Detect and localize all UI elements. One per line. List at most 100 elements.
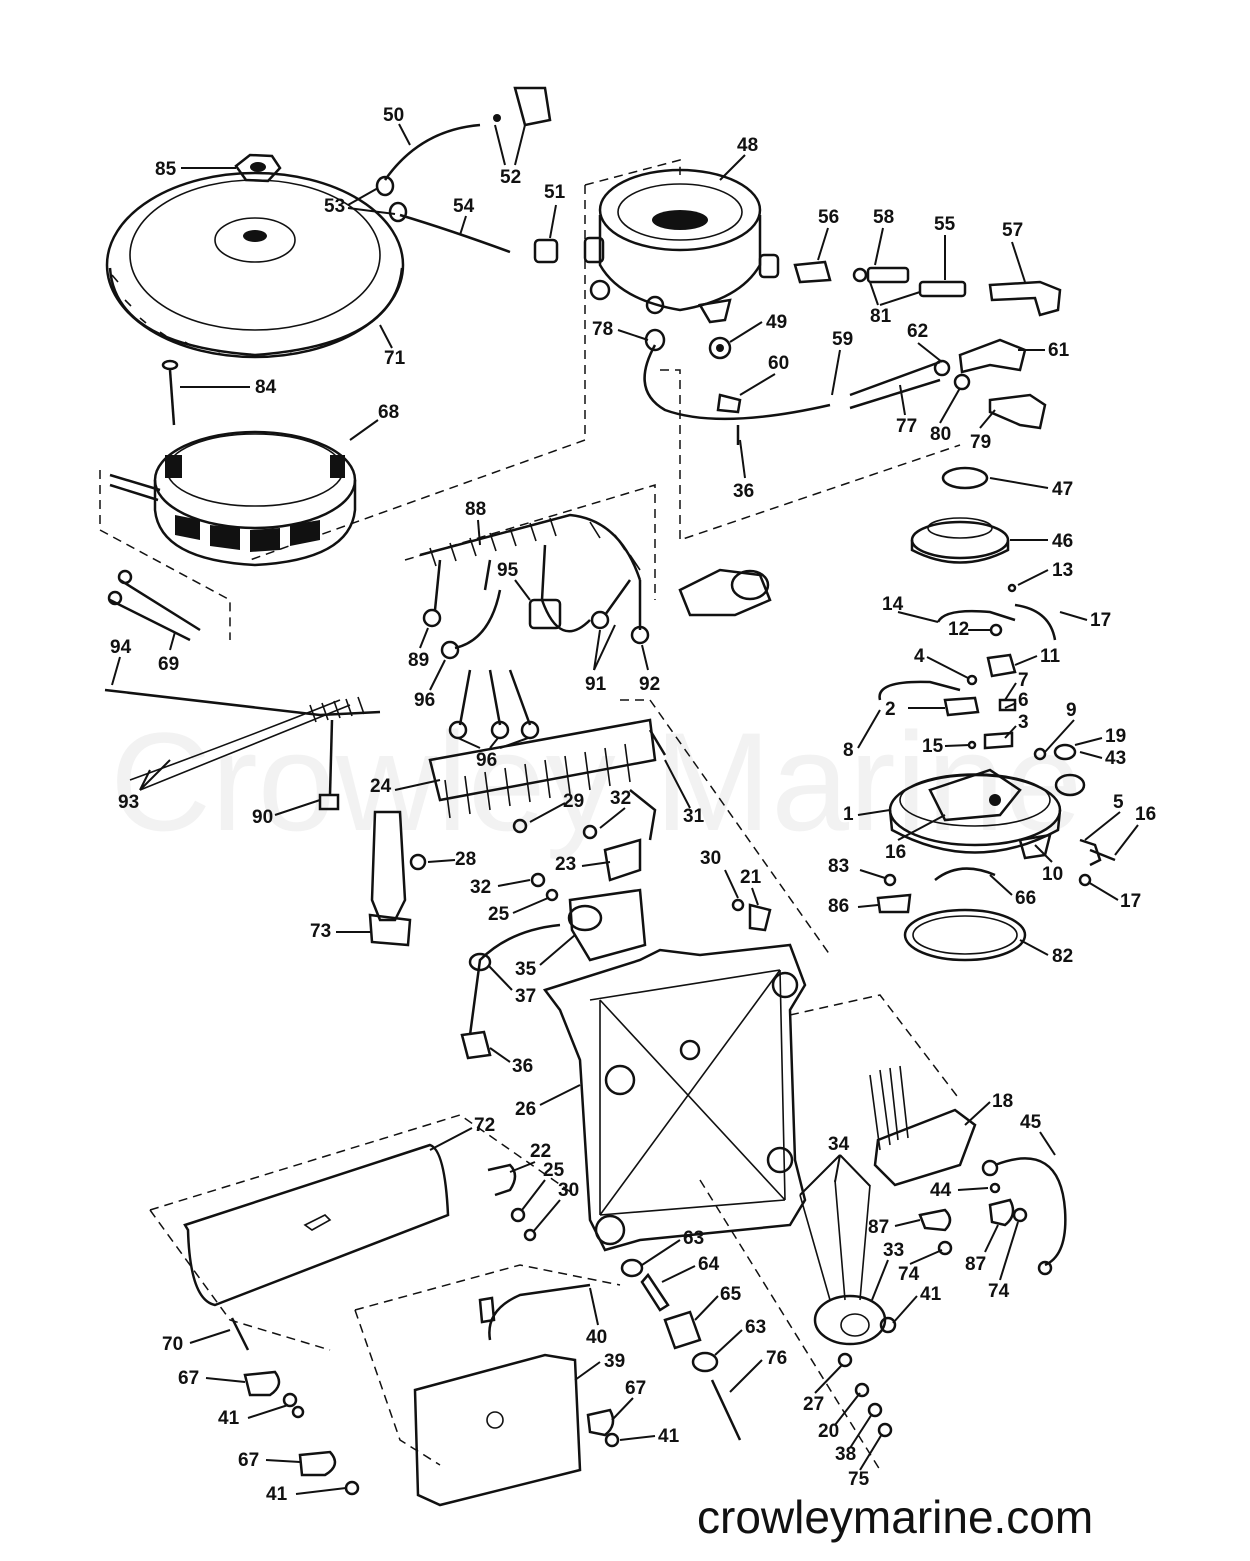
label-19: 19 xyxy=(1105,726,1126,747)
label-68: 68 xyxy=(378,402,399,423)
label-54: 54 xyxy=(453,196,475,217)
label-79: 79 xyxy=(970,432,991,453)
label-38: 38 xyxy=(835,1444,856,1465)
label-28: 28 xyxy=(455,849,476,870)
label-41c: 41 xyxy=(658,1426,680,1447)
label-1: 1 xyxy=(843,804,854,825)
label-41b: 41 xyxy=(218,1408,240,1429)
label-45: 45 xyxy=(1020,1112,1042,1133)
label-88: 88 xyxy=(465,499,486,520)
label-53: 53 xyxy=(324,196,345,217)
label-25a: 25 xyxy=(488,904,510,925)
label-83: 83 xyxy=(828,856,849,877)
label-77: 77 xyxy=(896,416,917,437)
stator-leads xyxy=(104,569,381,811)
flywheel-nut xyxy=(234,153,282,183)
label-27: 27 xyxy=(803,1394,824,1415)
label-13: 13 xyxy=(1052,560,1073,581)
label-51: 51 xyxy=(544,182,566,203)
label-23: 23 xyxy=(555,854,576,875)
screws-30-21 xyxy=(731,898,772,932)
label-14: 14 xyxy=(882,594,904,615)
label-36b: 36 xyxy=(512,1056,533,1077)
label-33: 33 xyxy=(883,1240,904,1261)
sensor-33 xyxy=(799,1179,897,1346)
connector-plug xyxy=(678,568,772,617)
label-89: 89 xyxy=(408,650,429,671)
label-94: 94 xyxy=(110,637,132,658)
flywheel xyxy=(105,171,405,359)
label-49: 49 xyxy=(766,312,787,333)
label-10: 10 xyxy=(1042,864,1063,885)
label-43: 43 xyxy=(1105,748,1126,769)
label-36a: 36 xyxy=(733,481,754,502)
label-16a: 16 xyxy=(1135,804,1156,825)
screws-31-29-28 xyxy=(409,729,667,871)
stator xyxy=(109,430,357,567)
label-44: 44 xyxy=(930,1180,952,1201)
label-34: 34 xyxy=(828,1134,850,1155)
label-24: 24 xyxy=(370,776,392,797)
label-22: 22 xyxy=(530,1141,551,1162)
label-41a: 41 xyxy=(920,1284,942,1305)
label-80: 80 xyxy=(930,424,951,445)
label-7: 7 xyxy=(1018,670,1029,691)
label-41d: 41 xyxy=(266,1484,288,1505)
label-26: 26 xyxy=(515,1099,536,1120)
label-78: 78 xyxy=(592,319,613,340)
label-30a: 30 xyxy=(700,848,721,869)
leader-lines xyxy=(111,123,1139,1495)
label-47: 47 xyxy=(1052,479,1073,500)
label-86: 86 xyxy=(828,896,849,917)
label-12: 12 xyxy=(948,619,969,640)
label-65: 65 xyxy=(720,1284,742,1305)
site-url[interactable]: crowleymarine.com xyxy=(697,1491,1093,1543)
label-21: 21 xyxy=(740,867,762,888)
label-50: 50 xyxy=(383,105,404,126)
sleeve-63-64-65 xyxy=(620,1258,742,1441)
label-17a: 17 xyxy=(1090,610,1111,631)
label-31: 31 xyxy=(683,806,705,827)
label-32b: 32 xyxy=(470,877,491,898)
label-76: 76 xyxy=(766,1348,787,1369)
clamp-22 xyxy=(487,1163,537,1242)
label-29: 29 xyxy=(563,791,584,812)
label-74b: 74 xyxy=(988,1281,1010,1302)
label-69: 69 xyxy=(158,654,179,675)
label-75: 75 xyxy=(848,1469,870,1490)
callout-labels: 50 52 85 53 54 51 48 56 58 55 57 81 49 7… xyxy=(110,105,1156,1505)
label-6: 6 xyxy=(1018,690,1029,711)
label-92: 92 xyxy=(639,674,660,695)
terminal-block xyxy=(428,718,657,819)
label-84: 84 xyxy=(255,377,277,398)
spark-plug-leads-right xyxy=(793,260,1062,317)
label-48: 48 xyxy=(737,135,758,156)
label-25b: 25 xyxy=(543,1160,565,1181)
timer-small-parts xyxy=(876,583,1116,962)
label-46: 46 xyxy=(1052,531,1073,552)
nuts-27-20-38-75 xyxy=(837,1352,893,1438)
wiring-harness xyxy=(419,513,650,740)
spark-plug-leads-upper xyxy=(375,86,559,264)
label-74a: 74 xyxy=(898,1264,920,1285)
label-87a: 87 xyxy=(868,1217,889,1238)
label-60: 60 xyxy=(768,353,789,374)
label-32a: 32 xyxy=(610,788,631,809)
ground-lead-45 xyxy=(918,1157,1067,1276)
label-73: 73 xyxy=(310,921,331,942)
label-71: 71 xyxy=(384,348,406,369)
cover-72 xyxy=(183,1143,450,1307)
label-93: 93 xyxy=(118,792,139,813)
label-39: 39 xyxy=(604,1351,625,1372)
label-96a: 96 xyxy=(414,690,435,711)
armature-plate xyxy=(542,943,807,1252)
label-17b: 17 xyxy=(1120,891,1141,912)
label-5: 5 xyxy=(1113,792,1124,813)
label-81: 81 xyxy=(870,306,892,327)
label-30b: 30 xyxy=(558,1180,579,1201)
label-67c: 67 xyxy=(238,1450,259,1471)
power-pack-39 xyxy=(413,1283,591,1507)
label-95: 95 xyxy=(497,560,519,581)
label-56: 56 xyxy=(818,207,839,228)
